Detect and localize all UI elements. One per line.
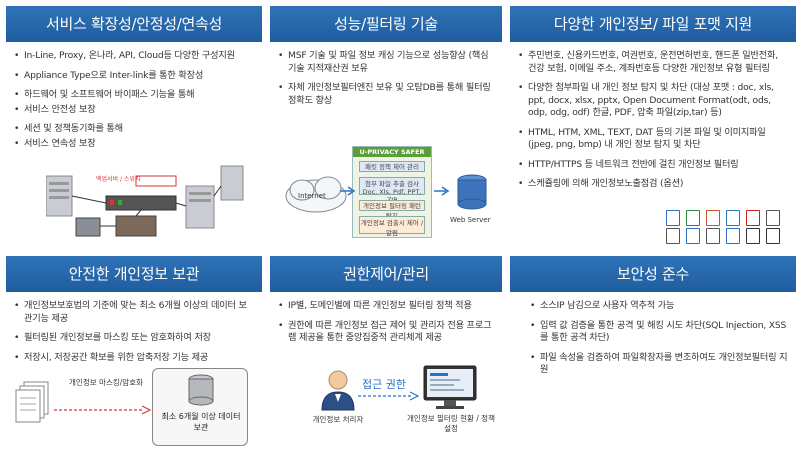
protection-bullet-1: 개인정보보호법의 기준에 맞는 최소 6개월 이상의 데이터 보관기능 제공 (14, 300, 254, 325)
internet-cloud-icon (285, 176, 347, 213)
protection-bullet-3: 저장시, 저장공간 확보를 위한 압축저장 기능 제공 (14, 352, 254, 365)
service-bullet-5: 세션 및 정책동기화를 통해 (14, 123, 254, 136)
diagram-box-3: 개인정보 필터링 패턴 탐지 (359, 200, 425, 220)
access-panel: 권한제어/관리 IP별, 도메인별에 따른 개인정보 필터링 정책 적용 권한에… (270, 256, 502, 460)
storage-label: 최소 6개월 이상 데이터 보관 (161, 412, 241, 432)
performance-panel: 성능/필터링 기술 MSF 기술 및 파일 정보 캐싱 기능으로 성능향상 (핵… (270, 6, 502, 246)
dashed-arrow-icon (54, 405, 152, 415)
protection-bullet-2: 필터링된 개인정보를 마스킹 또는 암호화하여 저장 (14, 332, 254, 345)
service-bullet-1: In-Line, Proxy, 온나라, API, Cloud등 다양한 구성지… (14, 50, 254, 63)
security-bullet-3: 파일 속성을 검증하여 파일확장자를 변조하여도 개인정보필터링 지원 (530, 352, 788, 377)
safer-engine-box: U-PRIVACY SAFER 패킷 정책 제어 관리 첨부 파일 추출 검사 … (352, 146, 432, 238)
access-bullet-1: IP별, 도메인별에 따른 개인정보 필터링 정책 적용 (278, 300, 494, 313)
html-icon (686, 228, 700, 244)
safer-product-name: U-PRIVACY SAFER (353, 147, 431, 157)
performance-bullet-list: MSF 기술 및 파일 정보 캐싱 기능으로 성능향상 (핵심기술 지적재산권 … (270, 42, 502, 107)
png-icon (746, 228, 760, 244)
file-format-icon-grid (666, 210, 790, 244)
performance-bullet-1: MSF 기술 및 파일 정보 캐싱 기능으로 성능향상 (핵심기술 지적재산권 … (278, 50, 494, 75)
network-topology-diagram (46, 165, 244, 237)
service-bullet-6: 서비스 연속성 보장 (14, 138, 254, 151)
xls-icon (686, 210, 700, 226)
dashed-arrow-icon (358, 391, 420, 401)
security-bullet-2: 입력 값 검증을 통한 공격 및 해킹 시도 차단(SQL Injection,… (530, 320, 788, 345)
formats-bullet-5: 스케쥴링에 의해 개인정보노출점검 (옵션) (518, 178, 788, 191)
web-server-label: Web Server (450, 216, 491, 224)
diagram-box-2: 첨부 파일 추출 검사 Doc, Xls, Pdf, PPT, ZIP (359, 177, 425, 204)
performance-bullet-2: 자체 개인정보필터엔진 보유 및 오탐DB를 통해 필터링 정확도 향상 (278, 82, 494, 107)
protection-panel: 안전한 개인정보 보관 개인정보보호법의 기준에 맞는 최소 6개월 이상의 데… (6, 256, 262, 460)
performance-panel-title: 성능/필터링 기술 (270, 6, 502, 42)
access-rights-label: 접근 권한 (362, 378, 406, 391)
user-label: 개인정보 처리자 (312, 415, 364, 424)
monitor-label: 개인정보 필터링 현황 / 정책설정 (407, 414, 495, 433)
service-bullet-4: 서비스 안전성 보장 (14, 104, 254, 117)
service-bullet-list: In-Line, Proxy, 온나라, API, Cloud등 다양한 구성지… (6, 42, 262, 150)
formats-panel-title: 다양한 개인정보/ 파일 포맷 지원 (510, 6, 796, 42)
diagram-box-4: 개인정보 검출시 제어 / 알림 (359, 216, 425, 237)
masking-label: 개인정보 마스킹/암호화 (69, 378, 143, 387)
database-icon (188, 374, 214, 406)
security-bullet-list: 소스IP 남김으로 사용자 역추적 가능 입력 값 검증을 통한 공격 및 해킹… (510, 292, 796, 377)
protection-bullet-list: 개인정보보호법의 기준에 맞는 최소 6개월 이상의 데이터 보관기능 제공 필… (6, 292, 262, 364)
hwp-icon (726, 210, 740, 226)
jpg-icon (726, 228, 740, 244)
ppt-icon (706, 210, 720, 226)
formats-bullet-1: 주민번호, 신용카드번호, 여권번호, 운전면허번호, 핸드폰 일반전화, 건강… (518, 50, 788, 75)
security-panel: 보안성 준수 소스IP 남김으로 사용자 역추적 가능 입력 값 검증을 통한 … (510, 256, 796, 460)
document-stack-icon (15, 381, 49, 423)
service-panel-title: 서비스 확장성/안정성/연속성 (6, 6, 262, 42)
service-panel: 서비스 확장성/안정성/연속성 In-Line, Proxy, 온나라, API… (6, 6, 262, 246)
service-bullet-3: 하드웨어 및 소프트웨어 바이패스 기능을 통해 (14, 89, 254, 102)
storage-box: 최소 6개월 이상 데이터 보관 (152, 368, 248, 446)
xml-icon (706, 228, 720, 244)
service-bullet-2: Appliance Type으로 Inter-link를 통한 확장성 (14, 70, 254, 83)
web-server-icon (457, 174, 487, 210)
security-panel-title: 보안성 준수 (510, 256, 796, 292)
formats-panel: 다양한 개인정보/ 파일 포맷 지원 주민번호, 신용카드번호, 여권번호, 운… (510, 6, 796, 246)
formats-bullet-4: HTTP/HTTPS 등 네트워크 전반에 걸친 개인정보 필터링 (518, 159, 788, 172)
user-icon (321, 370, 355, 411)
bmp-icon (766, 228, 780, 244)
internet-label: Internet (298, 192, 326, 200)
zip-icon (766, 210, 780, 226)
formats-bullet-3: HTML, HTM, XML, TEXT, DAT 등의 기본 파일 및 이미지… (518, 127, 788, 152)
access-bullet-2: 권한에 따른 개인정보 접근 제어 및 관리자 전용 프로그램 제공을 통한 중… (278, 320, 494, 345)
protection-panel-title: 안전한 개인정보 보관 (6, 256, 262, 292)
arrow-right-icon (340, 186, 356, 196)
doc-icon (666, 210, 680, 226)
arrow-right-icon (434, 186, 450, 196)
security-bullet-1: 소스IP 남김으로 사용자 역추적 가능 (530, 300, 788, 313)
access-bullet-list: IP별, 도메인별에 따른 개인정보 필터링 정책 적용 권한에 따른 개인정보… (270, 292, 502, 345)
formats-bullet-2: 다양한 첨부파일 내 개인 정보 탐지 및 차단 (대상 포맷 : doc, x… (518, 82, 788, 120)
formats-bullet-list: 주민번호, 신용카드번호, 여권번호, 운전면허번호, 핸드폰 일반전화, 건강… (510, 42, 796, 191)
diagram-box-1: 패킷 정책 제어 관리 (359, 161, 425, 172)
pdf-icon (746, 210, 760, 226)
access-panel-title: 권한제어/관리 (270, 256, 502, 292)
admin-monitor-icon (423, 365, 477, 409)
txt-icon (666, 228, 680, 244)
diagram-label: 백업서버 / 스위치 (96, 176, 141, 183)
